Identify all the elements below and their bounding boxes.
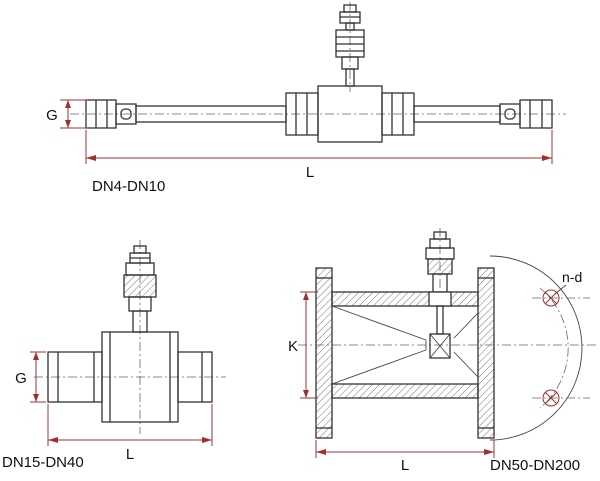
meter-body-section — [315, 267, 495, 439]
dn15-dn40-figure: G L DN15-DN40 — [2, 240, 226, 471]
dimension-l-label: L — [126, 446, 134, 463]
meter-body — [85, 85, 553, 143]
bolt-note-leader — [554, 284, 567, 295]
dimension-k — [300, 291, 318, 399]
figure-caption: DN15-DN40 — [2, 454, 84, 471]
dimension-g — [60, 99, 88, 129]
bolt-note-label: n-d — [562, 269, 582, 285]
dimension-l — [315, 440, 495, 458]
dimension-l — [47, 404, 213, 446]
dimension-l — [85, 130, 553, 164]
sensor-transmitter — [425, 231, 455, 295]
figure-caption: DN50-DN200 — [490, 457, 580, 474]
dimension-l-label: L — [401, 457, 409, 474]
dimension-g — [30, 351, 46, 403]
bolt-hole-bottom — [542, 389, 560, 407]
figure-caption: DN4-DN10 — [92, 178, 165, 195]
dimension-k-label: K — [288, 338, 298, 355]
flange-end-view: n-d — [489, 255, 590, 441]
dn50-dn200-figure: n-d K L DN50-DN200 — [288, 228, 596, 474]
sensor-transmitter — [123, 245, 157, 333]
meter-body — [47, 331, 213, 423]
dimension-g-label: G — [46, 107, 58, 124]
dimension-l-label: L — [306, 164, 314, 181]
dimension-g-label: G — [15, 370, 27, 387]
dn4-dn10-figure: G L DN4-DN10 — [46, 2, 566, 195]
